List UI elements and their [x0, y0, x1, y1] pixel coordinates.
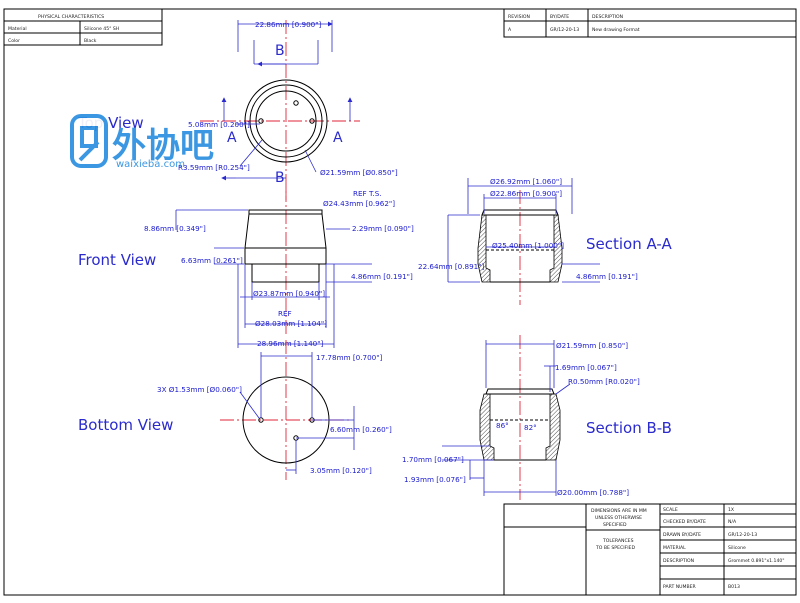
checked-key: CHECKED BY/DATE: [663, 519, 706, 525]
front-d1-dim: Ø23.87mm [0.940"]: [253, 289, 325, 298]
material-value: Silicone: [728, 545, 746, 551]
bb-angle-left: 86°: [496, 421, 509, 430]
section-a-a: Ø26.92mm [1.060"] Ø22.86mm [0.900"] Ø25.…: [418, 177, 673, 305]
by-date-value: GR/12-20-13: [550, 27, 579, 33]
by-date-header: BY/DATE: [550, 14, 569, 20]
props-color-key: Color: [8, 38, 20, 44]
props-table-title: PHYSICAL CHARACTERISTICS: [38, 14, 104, 20]
bb-angle-right: 82°: [524, 423, 537, 432]
bottom-view-label: Bottom View: [78, 416, 173, 434]
bb-d2-dim: Ø20.00mm [0.788"]: [557, 488, 629, 497]
section-mark-a-left: A: [227, 130, 237, 146]
part-number-key: PART NUMBER: [663, 584, 697, 590]
front-d3-dim: 28.96mm [1.140"]: [257, 339, 324, 348]
section-mark-b-top: B: [275, 43, 285, 59]
top-radius-dim: R3.59mm [R0.254"]: [178, 163, 250, 172]
physical-characteristics-table: PHYSICAL CHARACTERISTICS Material Silico…: [3, 8, 163, 46]
front-mid-dim: 6.63mm [0.261"]: [181, 256, 243, 265]
watermark-brand: 外协吧: [112, 126, 214, 166]
bb-h2-dim: 1.93mm [0.076"]: [404, 475, 466, 484]
revision-value: A: [508, 27, 512, 33]
top-hole-dim: 5.08mm [0.200"]: [188, 120, 250, 129]
bottom-vertical-dim: 6.60mm [0.260"]: [330, 425, 392, 434]
props-material-key: Material: [8, 26, 27, 32]
watermark-url: waixieba.com: [116, 159, 185, 170]
bottom-holes-dim: 3X Ø1.53mm [Ø0.060"]: [157, 385, 242, 394]
front-low-dim: 4.86mm [0.191"]: [351, 272, 413, 281]
aa-low-dim: 4.86mm [0.191"]: [576, 272, 638, 281]
front-top-dim: 2.29mm [0.090"]: [352, 224, 414, 233]
title-tolerance-1: TOLERANCES: [602, 538, 634, 544]
description-value: New drawing Format: [592, 27, 640, 33]
front-view-label: Front View: [78, 251, 156, 269]
front-ref-label: REF T.S.: [353, 189, 382, 198]
title-note-3: SPECIFIED: [603, 522, 627, 528]
title-note-1: DIMENSIONS ARE IN MM: [591, 508, 647, 514]
title-block: DIMENSIONS ARE IN MM UNLESS OTHERWISE SP…: [503, 503, 797, 596]
revision-header: REVISION: [508, 14, 530, 20]
bottom-view: 17.78mm [0.700"] 3X Ø1.53mm [Ø0.060"] 6.…: [78, 340, 392, 480]
front-height-dim: 8.86mm [0.349"]: [144, 224, 206, 233]
props-color-value: Black: [84, 38, 97, 44]
sheet-border: [3, 8, 797, 596]
drawn-value: GR/12-20-13: [728, 532, 757, 538]
scale-key: SCALE: [663, 507, 678, 513]
props-material-value: Silicone 45° SH: [84, 26, 119, 32]
bb-radius-dim: R0.50mm [R0.020"]: [568, 377, 640, 386]
aa-height-dim: 22.64mm [0.891"]: [418, 262, 485, 271]
checked-value: N/A: [728, 519, 737, 525]
bottom-width-dim: 17.78mm [0.700"]: [316, 353, 383, 362]
top-view: B B A A 22.86mm [0.900"] 5.08mm [0.200"]…: [77, 20, 398, 200]
section-mark-a-right: A: [333, 130, 343, 146]
description-key: DESCRIPTION: [663, 558, 694, 564]
front-view: REF T.S. Ø24.43mm [0.962"] 8.86mm [0.349…: [78, 188, 414, 348]
front-ref2-label: REF: [278, 309, 292, 318]
front-ts-dim: Ø24.43mm [0.962"]: [323, 199, 395, 208]
material-key: MATERIAL: [663, 545, 686, 551]
bottom-horizontal-dim: 3.05mm [0.120"]: [310, 466, 372, 475]
section-a-a-label: Section A-A: [586, 235, 673, 253]
title-tolerance-2: TO BE SPECIFIED: [595, 545, 635, 551]
scale-value: 1X: [728, 507, 734, 513]
part-number-value: B013: [728, 584, 740, 590]
description-value-tb: Grommet 0.891"x1.140": [728, 558, 784, 564]
top-diameter-dim: Ø21.59mm [Ø0.850"]: [320, 168, 398, 177]
title-note-2: UNLESS OTHERWISE: [595, 515, 642, 521]
aa-d2-dim: Ø22.86mm [0.900"]: [490, 189, 562, 198]
bb-h1-dim: 1.70mm [0.067"]: [402, 455, 464, 464]
section-b-b: Ø21.59mm [0.850"] 1.69mm [0.067"] R0.50m…: [402, 335, 672, 500]
bb-thickness-dim: 1.69mm [0.067"]: [555, 363, 617, 372]
bb-d1-dim: Ø21.59mm [0.850"]: [556, 341, 628, 350]
top-width-dim: 22.86mm [0.900"]: [255, 20, 322, 29]
front-d2-dim: Ø28.03mm [1.104"]: [255, 319, 327, 328]
drawn-key: DRAWN BY/DATE: [663, 532, 701, 538]
aa-d1-dim: Ø26.92mm [1.060"]: [490, 177, 562, 186]
description-header: DESCRIPTION: [592, 14, 623, 20]
revision-table: REVISION BY/DATE DESCRIPTION A GR/12-20-…: [503, 8, 797, 38]
aa-d3-dim: Ø25.40mm [1.000"]: [492, 241, 564, 250]
watermark-logo: 外协吧 waixieba.com: [70, 114, 214, 170]
section-b-b-label: Section B-B: [586, 419, 672, 437]
section-mark-b-bottom: B: [275, 170, 285, 186]
